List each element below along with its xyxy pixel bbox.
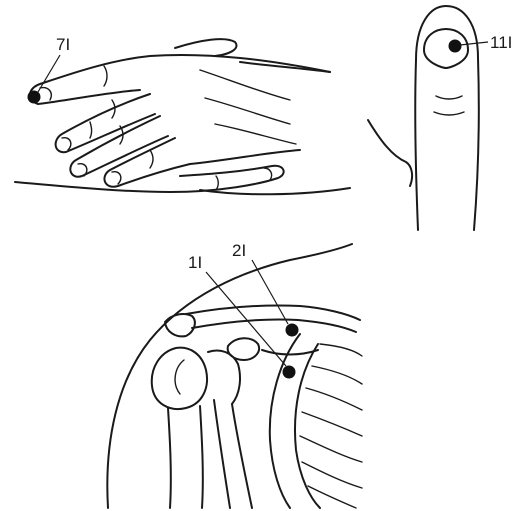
point-7I-label: 7I bbox=[56, 35, 70, 54]
point-1I-label: 1I bbox=[188, 253, 202, 272]
thumb-drawing bbox=[368, 6, 479, 230]
point-11I-label: 11I bbox=[490, 33, 512, 52]
shoulder-drawing bbox=[107, 244, 362, 508]
point-2I-leader bbox=[252, 260, 288, 324]
point-2I-marker bbox=[286, 324, 299, 337]
point-11I-leader bbox=[460, 42, 488, 45]
point-7I-leader bbox=[38, 55, 60, 92]
point-7I-marker bbox=[28, 91, 41, 104]
point-2I-label: 2I bbox=[232, 241, 246, 260]
hand-drawing bbox=[15, 39, 350, 194]
point-11I-marker bbox=[449, 40, 462, 53]
point-1I-marker bbox=[283, 366, 296, 379]
